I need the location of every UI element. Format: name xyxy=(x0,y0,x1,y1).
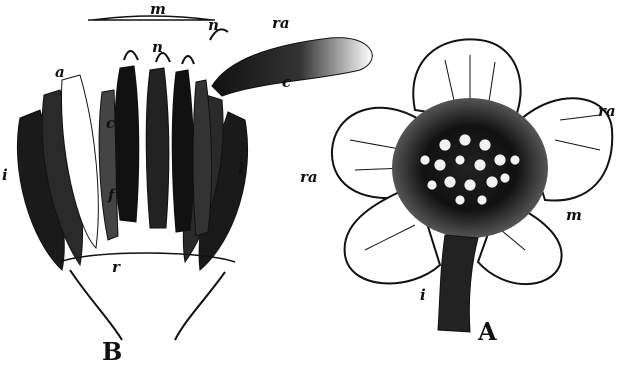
flower-disc xyxy=(392,98,548,238)
label-n-upper: n xyxy=(152,40,163,55)
label-m-a: m xyxy=(566,208,582,223)
label-ra-right: ra xyxy=(598,104,616,119)
label-ra-left: ra xyxy=(300,170,318,185)
label-i-right: i xyxy=(238,162,244,177)
label-m-b: m xyxy=(150,2,166,17)
ray-floret xyxy=(212,38,372,96)
label-r: r xyxy=(112,260,120,275)
label-c-ray: c xyxy=(282,75,291,90)
label-i-a: i xyxy=(420,288,426,303)
label-f: f xyxy=(108,188,114,203)
disc-floret-tube xyxy=(115,66,139,222)
flower-stem xyxy=(438,235,478,332)
panel-a-drawing xyxy=(332,39,612,332)
label-a: a xyxy=(55,65,65,80)
label-ra-b: ra xyxy=(272,16,290,31)
panel-b-drawing xyxy=(17,16,372,340)
label-i-left: i xyxy=(2,168,8,183)
panel-a-letter: A xyxy=(478,320,497,344)
label-n-right: n xyxy=(208,18,219,33)
panel-b-letter: B xyxy=(102,340,122,364)
receptacle xyxy=(70,270,225,340)
label-c-left: c xyxy=(106,116,115,131)
